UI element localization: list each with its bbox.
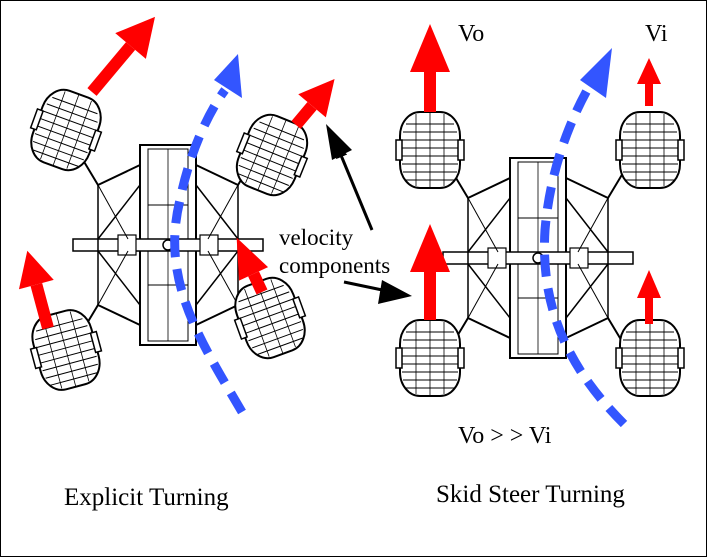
right-velocity-arrow-rear-right xyxy=(637,270,661,324)
right-turning-path xyxy=(539,82,628,428)
right-path-arrowhead xyxy=(580,48,612,98)
right-velocity-arrow-rear-left xyxy=(410,224,450,320)
right-velocity-arrow-front-right xyxy=(637,58,661,106)
left-velocity-arrow-front-right xyxy=(291,79,335,129)
right-rover xyxy=(395,24,685,428)
left-chassis xyxy=(72,144,264,346)
right-wheel-rear-right xyxy=(615,319,685,397)
left-path-arrowhead xyxy=(214,54,242,98)
left-wheel-front-left xyxy=(20,81,112,179)
relation-label: Vo > > Vi xyxy=(458,423,552,449)
right-caption: Skid Steer Turning xyxy=(436,481,625,508)
left-caption: Explicit Turning xyxy=(64,484,229,511)
pointer-arrow-right-head xyxy=(378,280,412,304)
left-velocity-arrow-front-left xyxy=(87,16,155,96)
vo-label: Vo xyxy=(458,21,484,47)
left-velocity-arrow-rear-left xyxy=(18,250,54,330)
left-turning-path xyxy=(170,87,246,415)
right-wheel-front-right xyxy=(615,111,685,189)
right-velocity-arrow-front-left xyxy=(410,24,450,112)
pointer-arrow-up-head xyxy=(326,124,352,160)
right-wheel-front-left xyxy=(395,111,465,189)
right-chassis xyxy=(442,157,634,359)
velocity-label-line1: velocity xyxy=(279,225,354,250)
velocity-label-line2: components xyxy=(279,253,390,278)
vi-label: Vi xyxy=(645,21,668,47)
left-velocity-arrow-rear-right xyxy=(236,237,269,295)
left-wheel-rear-left xyxy=(22,303,110,397)
pointer-arrow-up xyxy=(336,145,374,231)
left-rover xyxy=(18,16,335,415)
right-wheel-rear-left xyxy=(395,319,465,397)
